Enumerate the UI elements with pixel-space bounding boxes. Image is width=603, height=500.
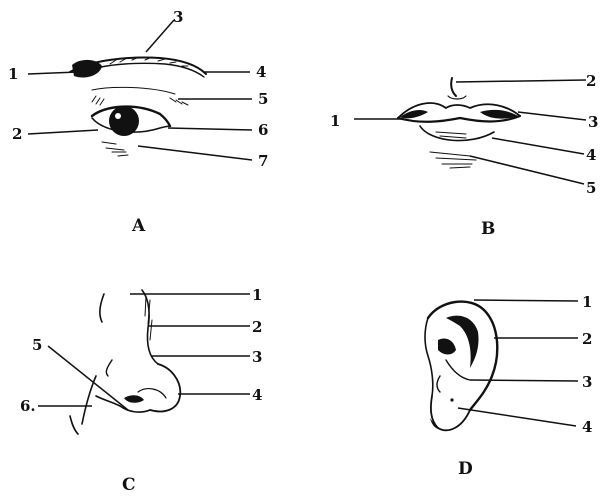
panel-a-leaders: [28, 20, 252, 160]
panel-a-label-3: 3: [173, 8, 183, 26]
panel-d-leaders: [458, 300, 578, 426]
panel-a-label-4: 4: [256, 63, 266, 81]
panel-c-label-2: 2: [252, 318, 262, 336]
panel-d-label-1: 1: [582, 293, 592, 311]
panel-a-label-5: 5: [258, 90, 268, 108]
panel-b-label-3: 3: [588, 113, 598, 131]
ear-drawing: [425, 302, 497, 431]
panel-b-label-4: 4: [586, 146, 596, 164]
panel-a-eye: 1 3 4 5 2 6 7 A: [8, 8, 268, 236]
eye-drawing: [70, 57, 206, 156]
mouth-drawing: [398, 78, 520, 168]
panel-d-label-3: 3: [582, 373, 592, 391]
panel-a-label-6: 6: [258, 121, 268, 139]
panel-d-letter: D: [458, 459, 473, 479]
panel-c-letter: C: [122, 475, 136, 495]
panel-a-label-1: 1: [8, 65, 18, 83]
panel-a-label-2: 2: [12, 125, 22, 143]
panel-c-label-4: 4: [252, 386, 262, 404]
panel-b-leaders: [354, 80, 586, 184]
panel-c-leaders: [38, 294, 250, 410]
panel-b-label-5: 5: [586, 179, 596, 197]
panel-a-label-7: 7: [258, 152, 268, 170]
panel-c-label-5: 5: [32, 336, 42, 354]
panel-c-nose: 1 2 5 3 4 6. C: [20, 286, 262, 495]
panel-c-label-3: 3: [252, 348, 262, 366]
panel-c-label-6: 6.: [20, 397, 36, 415]
panel-b-label-1: 1: [330, 112, 340, 130]
panel-b-letter: B: [481, 219, 495, 239]
panel-d-label-2: 2: [582, 330, 592, 348]
panel-d-label-4: 4: [582, 418, 592, 436]
panel-c-label-1: 1: [252, 286, 262, 304]
nose-drawing: [70, 290, 180, 434]
panel-b-label-2: 2: [586, 72, 596, 90]
panel-d-ear: 1 2 3 4 D: [425, 293, 592, 479]
panel-a-letter: A: [131, 216, 146, 236]
panel-d-labels: 1 2 3 4 D: [458, 293, 592, 479]
panel-b-mouth: 2 1 3 4 5 B: [330, 72, 598, 239]
